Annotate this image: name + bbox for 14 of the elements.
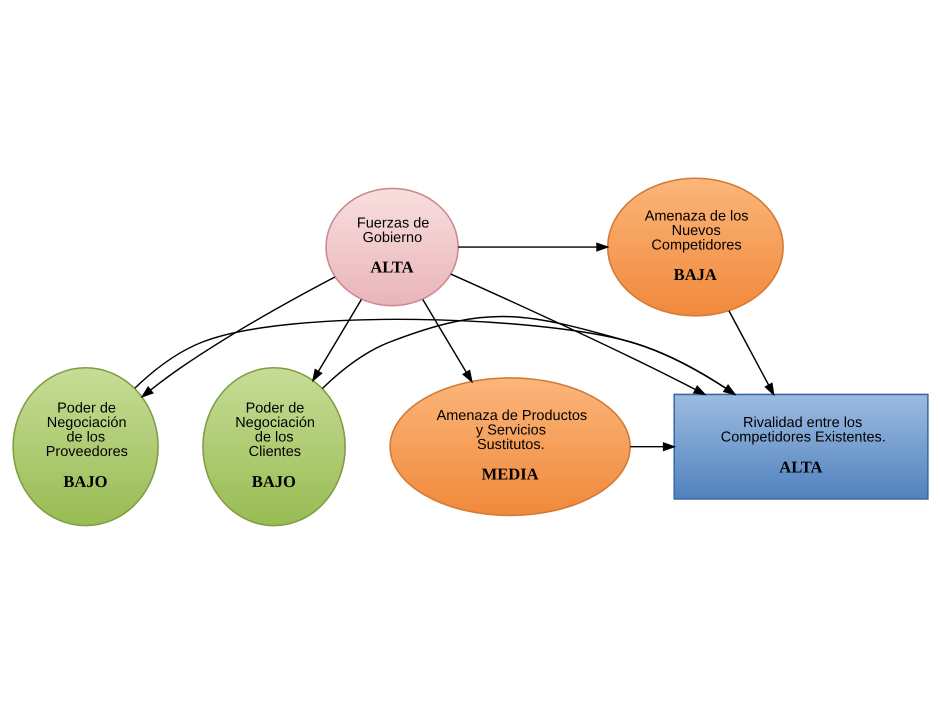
node-ellipse: Amenaza de Productos y Servicios Sustitutos. MEDIA <box>388 377 630 516</box>
arrow <box>140 276 335 398</box>
node-ellipse: Amenaza de los Nuevos Competidores BAJA <box>606 177 784 317</box>
arrow <box>422 299 472 384</box>
arrow <box>450 273 706 396</box>
arrow <box>728 310 774 396</box>
arrow <box>630 442 676 452</box>
arrow <box>311 299 362 382</box>
arrow <box>322 316 736 396</box>
node-circle: Poder de Negociación de los Proveedores BAJO <box>12 366 158 526</box>
arrow <box>458 242 610 252</box>
arrow <box>134 318 736 396</box>
node-box: Rivalidad entre los Competidores Existentes. ALTA <box>672 394 928 500</box>
node-ellipse: Fuerzas de Gobierno ALTA <box>324 188 458 306</box>
